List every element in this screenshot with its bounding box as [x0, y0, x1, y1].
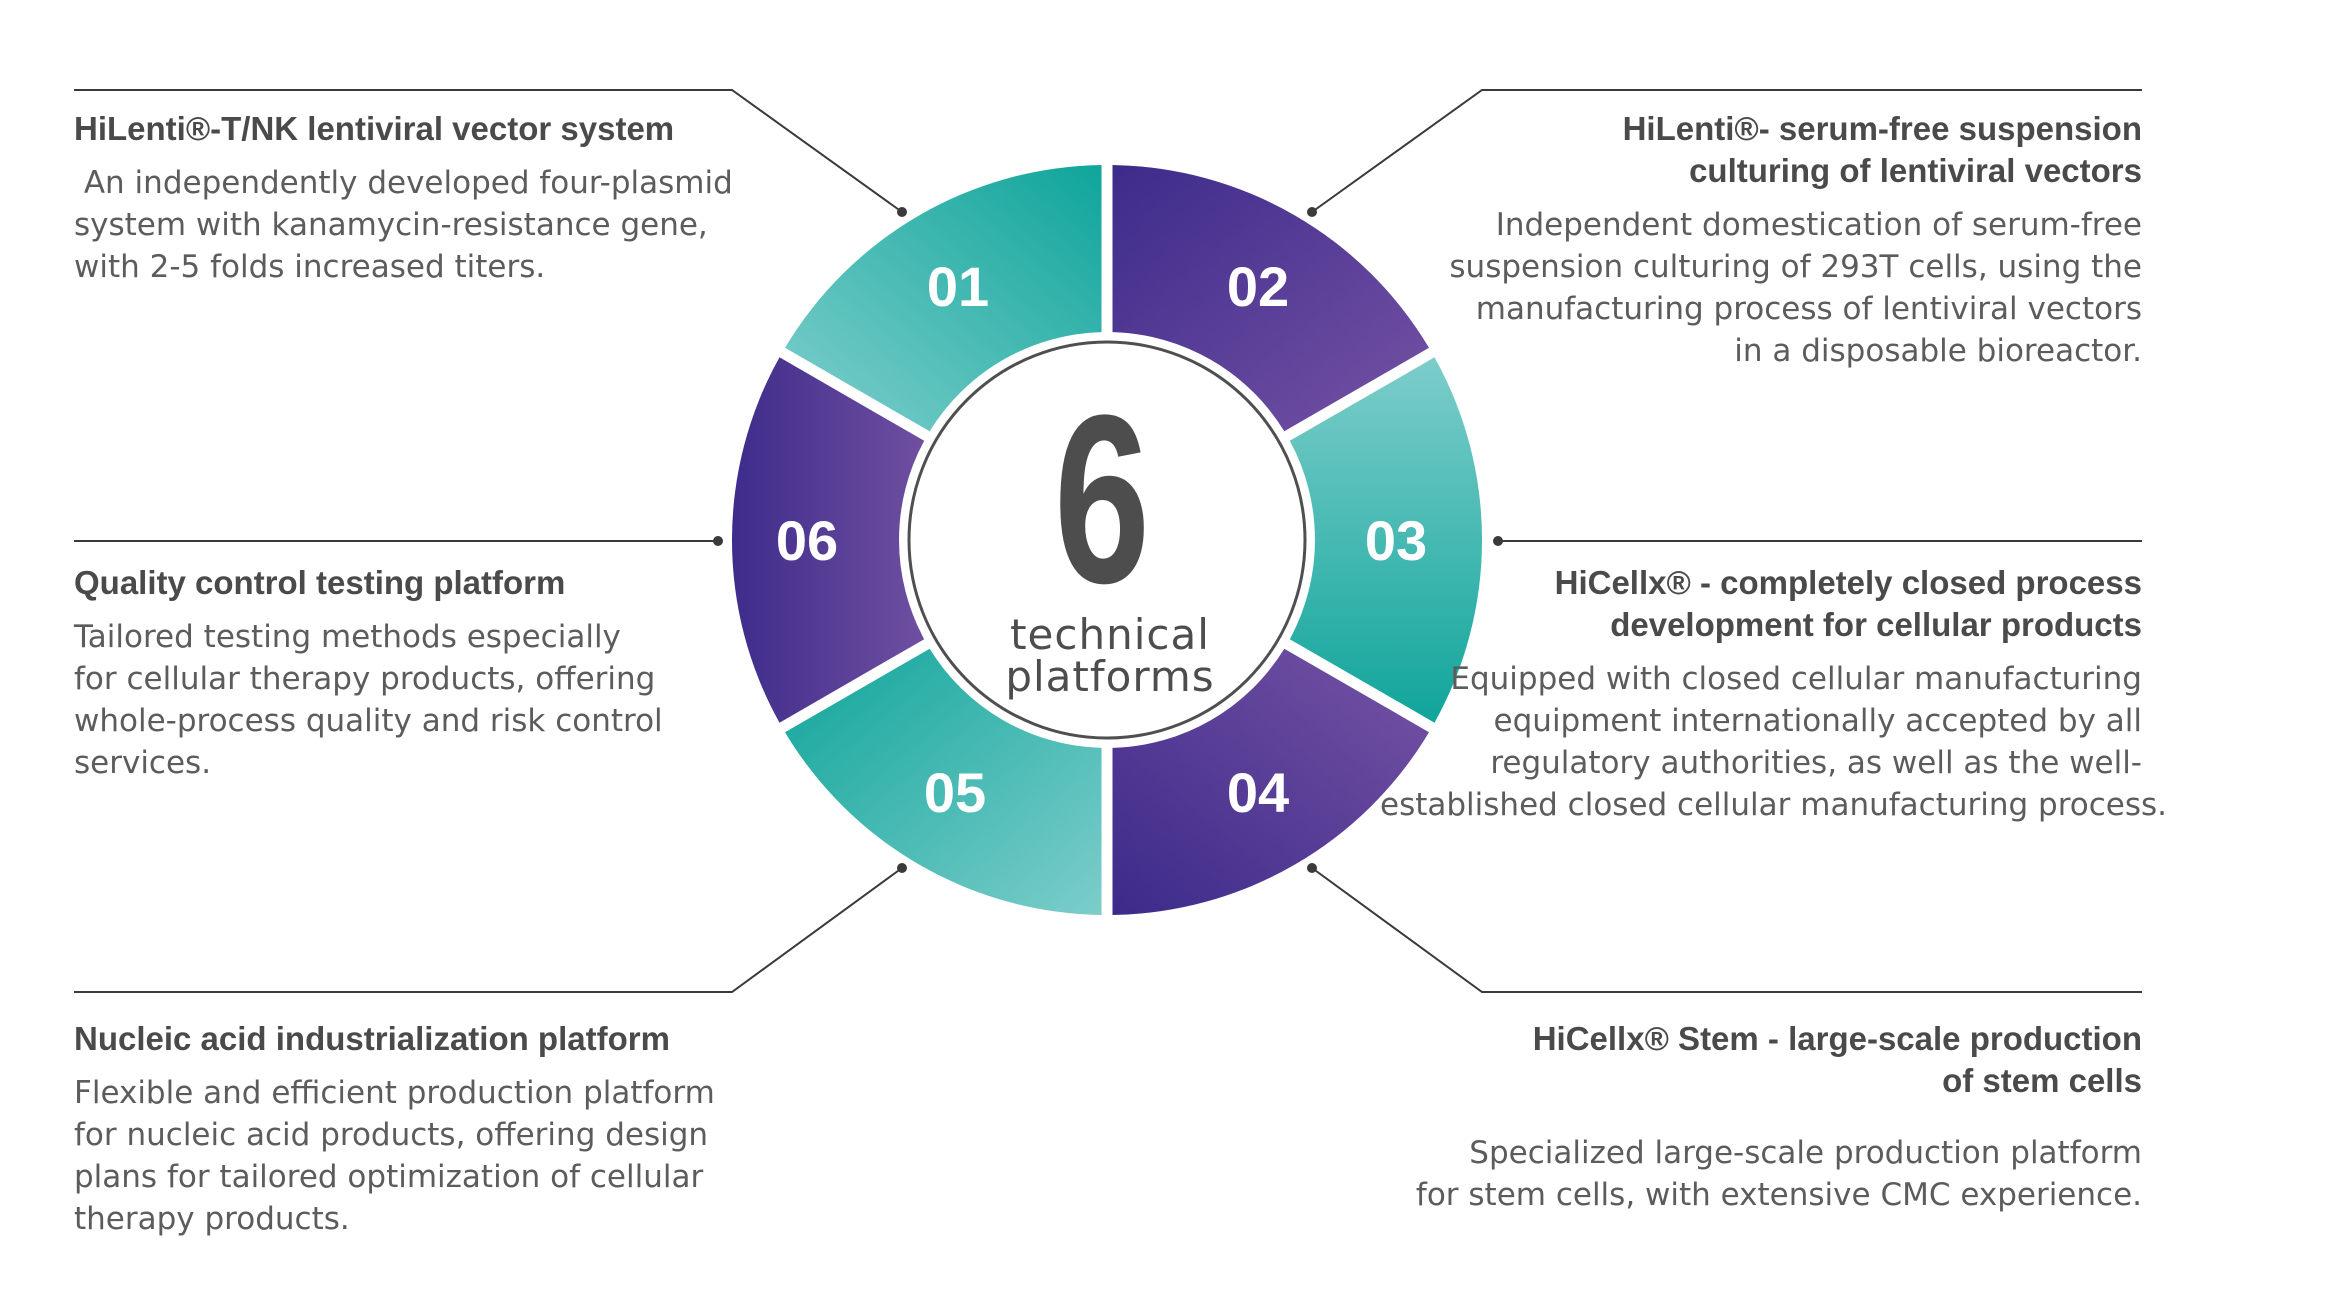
platform-06-desc-line: whole-process quality and risk control — [74, 703, 663, 739]
segment-label-06: 06 — [776, 509, 838, 572]
platform-04-title-line: of stem cells — [1942, 1062, 2142, 1099]
platform-05-desc-line: Flexible and efficient production platfo… — [74, 1075, 715, 1111]
leader-line-02 — [1311, 89, 2142, 213]
segment-06 — [731, 357, 925, 723]
platform-01-block: HiLenti®-T/NK lentiviral vector system A… — [74, 108, 754, 288]
platform-04-block: HiCellx® Stem - large-scale production o… — [1380, 1018, 2142, 1216]
leader-dot-06 — [713, 536, 723, 546]
segment-label-03: 03 — [1365, 509, 1427, 572]
platform-06-title: Quality control testing platform — [74, 562, 754, 604]
platform-02-desc-line: Independent domestication of serum-free — [1495, 207, 2142, 243]
platform-06-desc-line: Tailored testing methods especially — [74, 619, 621, 655]
platform-02-desc-line: manufacturing process of lentiviral vect… — [1475, 291, 2142, 327]
platform-03-desc-line: equipment internationally accepted by al… — [1493, 703, 2142, 739]
platform-03-title-line: development for cellular products — [1610, 606, 2142, 643]
platform-06-title-line: Quality control testing platform — [74, 564, 566, 601]
segment-labels: 01 02 03 04 05 06 — [776, 255, 1427, 824]
leader-line-01 — [74, 89, 903, 213]
leader-dots — [713, 207, 1503, 873]
platform-06-block: Quality control testing platform Tailore… — [74, 562, 754, 784]
platform-03-desc-line: Equipped with closed cellular manufactur… — [1450, 661, 2142, 697]
segment-03 — [1289, 357, 1483, 723]
platform-02-title-line: culturing of lentiviral vectors — [1689, 152, 2142, 189]
leader-dot-04 — [1307, 863, 1317, 873]
platform-01-desc-line: system with kanamycin-resistance gene, — [74, 207, 708, 243]
center-ring-outline — [907, 340, 1307, 740]
platform-02-block: HiLenti®- serum-free suspension culturin… — [1430, 108, 2142, 372]
segment-01 — [785, 165, 1102, 432]
platform-03-title-line: HiCellx® - completely closed process — [1554, 564, 2142, 601]
platform-04-title-line: HiCellx® Stem - large-scale production — [1532, 1020, 2142, 1057]
leader-line-05 — [74, 867, 903, 993]
platform-02-desc-line: suspension culturing of 293T cells, usin… — [1449, 249, 2142, 285]
leader-dot-02 — [1307, 207, 1317, 217]
segment-label-04: 04 — [1227, 761, 1289, 824]
platform-05-desc-line: for nucleic acid products, offering desi… — [74, 1117, 709, 1153]
platform-01-desc-line: with 2-5 folds increased titers. — [74, 249, 546, 285]
platform-03-title: HiCellx® - completely closed process dev… — [1380, 562, 2142, 646]
segment-label-02: 02 — [1227, 255, 1289, 318]
center-caption-line2: platforms — [1005, 652, 1215, 701]
leader-line-04 — [1311, 867, 2142, 993]
segment-02 — [1112, 165, 1429, 432]
platform-04-title: HiCellx® Stem - large-scale production o… — [1380, 1018, 2142, 1102]
segment-label-05: 05 — [924, 761, 986, 824]
center-number: 6 — [1054, 366, 1150, 633]
leader-dot-05 — [897, 863, 907, 873]
platform-04-desc-line: Specialized large-scale production platf… — [1469, 1135, 2142, 1171]
platform-06-desc-line: services. — [74, 745, 212, 781]
platform-03-desc-line: regulatory authorities, as well as the w… — [1490, 745, 2142, 781]
platform-05-block: Nucleic acid industrialization platform … — [74, 1018, 754, 1240]
center-disc — [901, 334, 1313, 746]
center-caption-line1: technical — [1010, 610, 1210, 659]
platform-06-desc-line: for cellular therapy products, offering — [74, 661, 656, 697]
platform-04-description: Specialized large-scale production platf… — [1380, 1132, 2142, 1216]
platform-01-title-line: HiLenti®-T/NK lentiviral vector system — [74, 110, 675, 147]
platform-05-desc-line: plans for tailored optimization of cellu… — [74, 1159, 704, 1195]
segment-04 — [1112, 648, 1429, 915]
platform-02-desc-line: in a disposable bioreactor. — [1734, 333, 2142, 369]
segment-label-01: 01 — [927, 255, 989, 318]
leader-dot-01 — [897, 207, 907, 217]
platform-02-title: HiLenti®- serum-free suspension culturin… — [1430, 108, 2142, 192]
platform-01-title: HiLenti®-T/NK lentiviral vector system — [74, 108, 754, 150]
platform-04-desc-line: for stem cells, with extensive CMC exper… — [1415, 1177, 2142, 1213]
platform-01-desc-line: An independently developed four-plasmid — [74, 165, 733, 201]
platform-05-title-line: Nucleic acid industrialization platform — [74, 1020, 670, 1057]
segment-05 — [785, 648, 1102, 915]
platform-01-description: An independently developed four-plasmid … — [74, 162, 754, 288]
platform-05-description: Flexible and efficient production platfo… — [74, 1072, 754, 1240]
platform-02-title-line: HiLenti®- serum-free suspension — [1622, 110, 2142, 147]
platform-03-desc-line: established closed cellular manufacturin… — [1380, 787, 2168, 823]
platform-03-block: HiCellx® - completely closed process dev… — [1380, 562, 2168, 826]
platform-06-description: Tailored testing methods especially for … — [74, 616, 754, 784]
leader-lines — [74, 89, 2142, 993]
platform-02-description: Independent domestication of serum-free … — [1430, 204, 2142, 372]
leader-dot-03 — [1493, 536, 1503, 546]
platform-05-desc-line: therapy products. — [74, 1201, 350, 1237]
ring-segments — [731, 165, 1483, 915]
platform-03-description: Equipped with closed cellular manufactur… — [1380, 658, 2168, 826]
platform-05-title: Nucleic acid industrialization platform — [74, 1018, 754, 1060]
